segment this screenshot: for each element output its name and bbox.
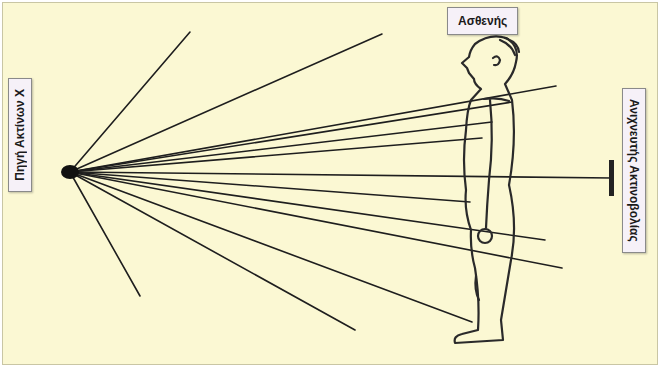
patient-figure bbox=[455, 36, 519, 343]
detector-bar bbox=[609, 160, 614, 196]
node-label: Ασθενής bbox=[458, 14, 507, 28]
detector-label-box: Ανιχνευτής Ακτινοβολίας bbox=[622, 88, 646, 253]
xray-beams bbox=[70, 32, 612, 330]
patient-label-box: Ασθενής bbox=[447, 7, 518, 35]
node-label: Ανιχνευτής Ακτινοβολίας bbox=[627, 99, 641, 242]
source-label-box: Πηγή Ακτίνων Χ bbox=[8, 78, 32, 192]
node-label: Πηγή Ακτίνων Χ bbox=[13, 89, 27, 181]
xray-source bbox=[61, 165, 79, 179]
